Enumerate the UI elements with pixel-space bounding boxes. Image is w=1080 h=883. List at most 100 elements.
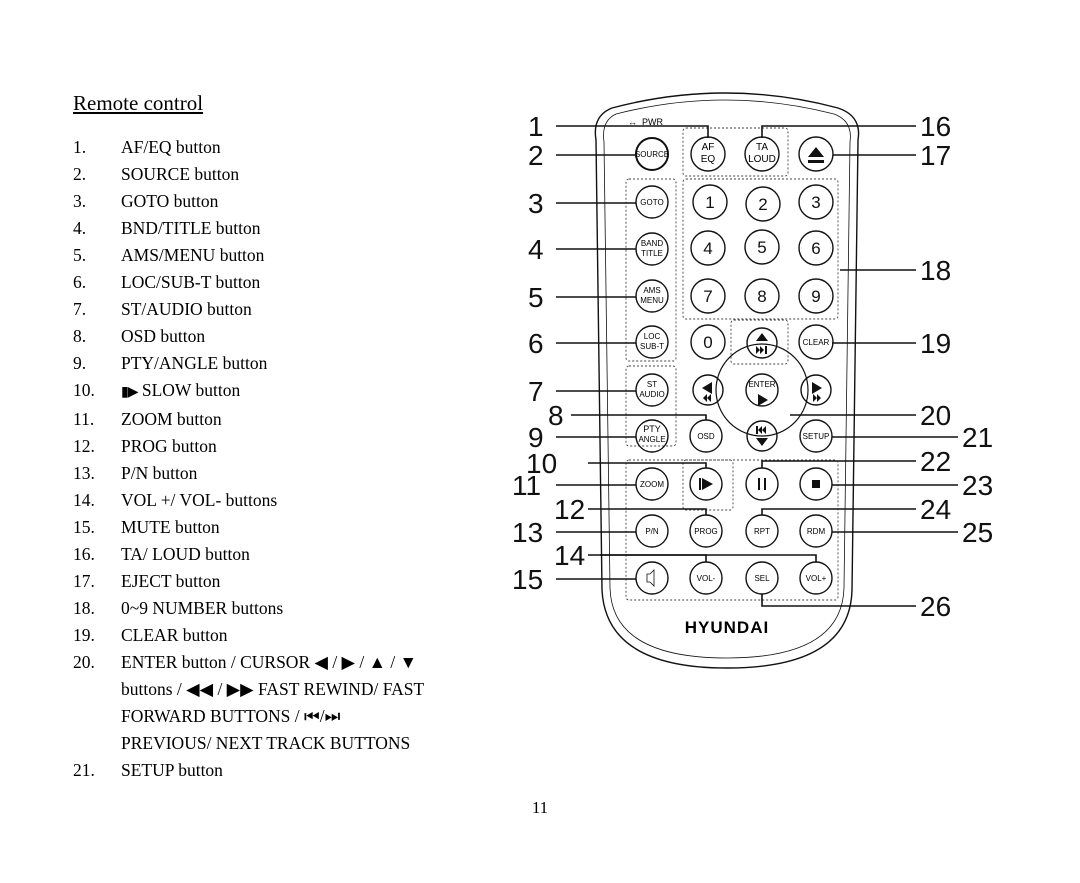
list-item: 8.OSD button xyxy=(73,326,206,346)
list-item: 20. ENTER button / CURSOR ◀ / ▶ / ▲ / ▼ … xyxy=(73,652,425,753)
callout-number: 13 xyxy=(512,517,543,548)
pause-button[interactable] xyxy=(745,467,779,501)
callout-number: 1 xyxy=(528,111,544,142)
callout-number: 15 xyxy=(512,564,543,595)
rdm-button[interactable] xyxy=(799,514,833,548)
callout-number: 6 xyxy=(528,328,544,359)
sel-label: SEL xyxy=(754,574,770,583)
cursor-down-button[interactable] xyxy=(746,420,778,452)
vol-minus-label: VOL- xyxy=(697,574,716,583)
pty-angle-button[interactable] xyxy=(635,419,669,453)
cursor-right-button[interactable] xyxy=(800,374,832,406)
remote-body-inner xyxy=(603,99,851,659)
digit-7-button[interactable] xyxy=(690,278,726,314)
eject-button[interactable] xyxy=(798,136,834,172)
zoom-button[interactable] xyxy=(635,467,669,501)
loc-label: LOC xyxy=(644,332,661,341)
leader-line xyxy=(761,125,916,138)
leader-line xyxy=(588,508,707,515)
mute-icon xyxy=(646,569,655,587)
digit-1-button[interactable] xyxy=(692,184,728,220)
digit-0-button[interactable] xyxy=(690,324,726,360)
enter-label: ENTER xyxy=(748,380,775,389)
digit-6-button[interactable] xyxy=(798,230,834,266)
right-arrow-icon xyxy=(812,382,822,394)
leader-line xyxy=(761,460,916,468)
callout-number: 26 xyxy=(920,591,951,622)
prog-label: PROG xyxy=(694,527,718,536)
digit-3-button[interactable] xyxy=(798,184,834,220)
power-arrow-icon: ↔ xyxy=(628,117,637,127)
eject-icon xyxy=(808,147,824,163)
up-arrow-icon xyxy=(756,333,768,341)
digit-5-button[interactable] xyxy=(744,229,780,265)
group-box xyxy=(730,319,789,365)
callout-number: 18 xyxy=(920,255,951,286)
list-item: 17.EJECT button xyxy=(73,571,221,591)
pn-label: P/N xyxy=(645,527,659,536)
leader-line xyxy=(761,508,916,515)
goto-button[interactable] xyxy=(635,185,669,219)
digit-label: 2 xyxy=(758,195,767,214)
setup-button[interactable] xyxy=(799,419,833,453)
pwr-label: PWR xyxy=(642,117,663,127)
list-item: 3.GOTO button xyxy=(73,191,219,211)
enter-button[interactable] xyxy=(745,373,779,407)
ams-label: AMS xyxy=(643,286,660,295)
ams-menu-button[interactable] xyxy=(635,279,669,313)
play-icon xyxy=(758,394,768,406)
group-box xyxy=(682,459,734,511)
slow-icon: ▮▶ xyxy=(121,385,139,400)
callout-number: 7 xyxy=(528,376,544,407)
stop-button[interactable] xyxy=(799,467,833,501)
leader-line xyxy=(571,414,707,420)
pty-label: PTY xyxy=(643,424,661,434)
list-item: 10.▮▶ SLOW button xyxy=(73,380,241,400)
callout-number: 12 xyxy=(554,494,585,525)
st-label: ST xyxy=(647,380,657,389)
setup-label: SETUP xyxy=(803,432,830,441)
leader-line xyxy=(761,594,916,607)
group-box xyxy=(625,365,677,447)
pn-button[interactable] xyxy=(635,514,669,548)
list-item: 4.BND/TITLE button xyxy=(73,218,261,238)
mute-button[interactable] xyxy=(635,561,669,595)
list-item: 9.PTY/ANGLE button xyxy=(73,353,268,373)
goto-label: GOTO xyxy=(640,198,663,207)
fast-forward-icon xyxy=(813,394,821,402)
vol-plus-label: VOL+ xyxy=(806,574,827,583)
digit-label: 7 xyxy=(703,287,712,306)
previous-track-icon xyxy=(756,426,766,434)
loc-subt-button[interactable] xyxy=(635,325,669,359)
list-item: 15.MUTE button xyxy=(73,517,220,537)
callout-number: 2 xyxy=(528,140,544,171)
st-audio-button[interactable] xyxy=(635,373,669,407)
digit-label: 0 xyxy=(703,333,712,352)
clear-label: CLEAR xyxy=(803,338,830,347)
button-list: 1.AF/EQ button 2.SOURCE button 3.GOTO bu… xyxy=(73,134,493,784)
callout-number: 24 xyxy=(920,494,951,525)
digit-2-button[interactable] xyxy=(745,186,781,222)
stop-icon xyxy=(812,480,820,488)
subt-label: SUB-T xyxy=(640,342,664,351)
source-button[interactable] xyxy=(635,137,669,171)
list-item: 5.AMS/MENU button xyxy=(73,245,265,265)
callout-number: 16 xyxy=(920,111,951,142)
digit-4-button[interactable] xyxy=(690,230,726,266)
af-label: AF xyxy=(702,142,715,153)
eq-label: EQ xyxy=(701,154,716,165)
digit-8-button[interactable] xyxy=(744,278,780,314)
leader-line xyxy=(600,554,817,562)
clear-button[interactable] xyxy=(798,324,834,360)
cursor-up-button[interactable] xyxy=(746,327,778,359)
zoom-label: ZOOM xyxy=(640,480,664,489)
cursor-left-button[interactable] xyxy=(692,374,724,406)
ta-label: TA xyxy=(756,142,768,153)
band-label: BAND xyxy=(641,239,663,248)
callout-number: 21 xyxy=(962,422,993,453)
callout-number: 8 xyxy=(548,400,564,431)
digit-9-button[interactable] xyxy=(798,278,834,314)
list-item: 12.PROG button xyxy=(73,436,217,456)
callout-number: 17 xyxy=(920,140,951,171)
